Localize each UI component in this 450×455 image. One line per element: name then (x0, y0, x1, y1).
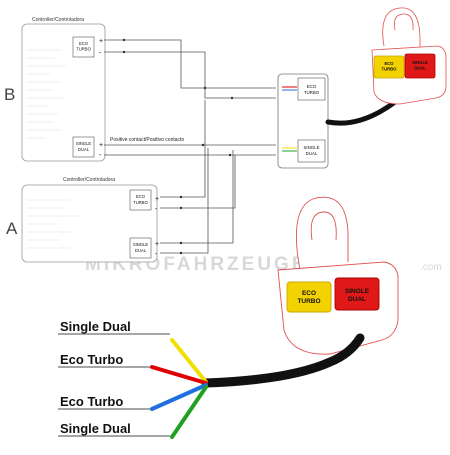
controller-b-eco-plus: + (99, 38, 103, 45)
large-switch-eco-button (286, 281, 332, 313)
controller-a-eco-plus: + (155, 196, 159, 203)
large-switch-turbo-label: TURBO (297, 298, 320, 305)
small-switch-eco-button (373, 55, 405, 79)
controller-a-letter: A (6, 219, 18, 238)
controller-a-single-dual-port (129, 237, 152, 259)
controller-b-dual-label: DUAL (78, 147, 90, 152)
controller-b-circuit-texture (26, 49, 66, 139)
wire-label-eco-turbo-2: Eco Turbo (60, 394, 123, 409)
small-switch-turbo-label: TURBO (382, 67, 398, 72)
colored-wires (150, 338, 208, 439)
controller-b-eco-minus: - (99, 50, 102, 57)
controller-a-single-minus: - (155, 251, 158, 258)
controller-a-box (21, 184, 158, 263)
controller-a-eco-label: ECO (136, 194, 146, 199)
controller-a-eco-minus: - (155, 206, 158, 213)
switch-box-eco-label: ECO (307, 84, 317, 89)
controller-a-title: Controller/Controladora (63, 177, 115, 183)
red-wire (150, 365, 208, 385)
wire-label-single-dual-2: Single Dual (60, 421, 131, 436)
small-switch-single-button (404, 53, 436, 79)
controller-b-title: Controller/Controladora (32, 17, 84, 23)
wire-label-single-dual-1: Single Dual (60, 319, 131, 334)
positive-contact-label: Positive contact/Positivo contacto (110, 137, 184, 143)
controller-a-eco-turbo-port (129, 189, 152, 211)
controller-b: B Controller/Controladora ECO TURBO + - … (4, 17, 184, 162)
controller-b-eco-label: ECO (79, 41, 89, 46)
controller-a-single-plus: + (155, 241, 159, 248)
controller-b-letter: B (4, 85, 15, 104)
switch-box-single-label: SINGLE (303, 145, 319, 150)
switch-box-turbo-label: TURBO (304, 90, 320, 95)
wire-label-eco-turbo-1: Eco Turbo (60, 352, 123, 367)
small-switch-dual-label: DUAL (414, 66, 426, 71)
controller-b-single-label: SINGLE (76, 141, 92, 146)
small-switch-single-label: SINGLE (412, 60, 428, 65)
controller-b-single-plus: + (99, 142, 103, 149)
main-cable (201, 333, 365, 388)
yellow-wire (170, 338, 208, 384)
controller-a: A Controller/Controladora ECO TURBO + - … (6, 177, 159, 263)
switch-box-cable (325, 99, 398, 126)
wire-junctions (122, 38, 234, 255)
switch-box-single-dual (297, 139, 326, 163)
large-switch-dual-label: DUAL (348, 296, 366, 303)
controller-a-circuit-texture (26, 199, 80, 249)
switch-box-eco-turbo (297, 77, 326, 101)
controller-b-turbo-label: TURBO (76, 47, 91, 52)
controller-b-single-minus: - (99, 152, 102, 159)
watermark-suffix: .com (420, 262, 442, 273)
large-switch-clamp-inner (310, 211, 337, 241)
switch-box: ECO TURBO SINGLE DUAL (277, 73, 398, 169)
large-switch-eco-label: ECO (302, 290, 316, 297)
switch-box-dual-label: DUAL (306, 151, 318, 156)
controller-a-dual-label: DUAL (135, 248, 147, 253)
large-switch-single-button (334, 277, 380, 311)
controller-a-turbo-label: TURBO (133, 200, 148, 205)
blue-wire (150, 383, 208, 411)
wire-leader-lines (58, 333, 170, 437)
large-switch (277, 196, 399, 355)
controller-b-eco-turbo-port (72, 36, 95, 58)
green-wire (170, 385, 208, 439)
large-switch-single-label: SINGLE (345, 288, 370, 295)
small-switch-clamp-inner (394, 13, 414, 31)
small-switch (371, 7, 447, 105)
controller-a-single-label: SINGLE (133, 242, 149, 247)
small-switch-eco-label: ECO (384, 61, 394, 66)
controller-b-single-dual-port (72, 136, 95, 158)
wiring-lines (104, 39, 276, 254)
